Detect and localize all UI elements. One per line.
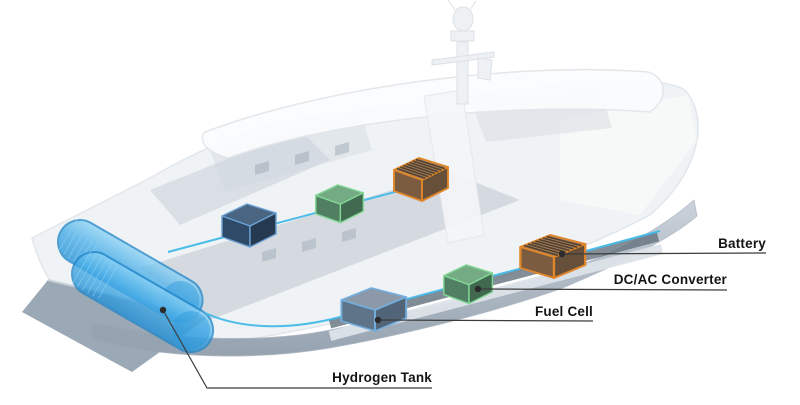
battery-fins (523, 235, 582, 257)
tank-ribs (72, 251, 118, 299)
dot-battery (558, 250, 566, 258)
label-dc-ac-converter: DC/AC Converter (613, 272, 727, 287)
leader-battery (561, 252, 767, 255)
pontoon-bow (22, 280, 207, 372)
antenna-icon (447, 0, 456, 11)
label-fuel-cell: Fuel Cell (534, 304, 593, 319)
mast-post (456, 41, 469, 105)
label-battery: Battery (718, 236, 766, 251)
battery-2 (393, 157, 449, 202)
leader-dc-ac-converter (477, 288, 728, 291)
tank-end-cap (172, 311, 211, 350)
leader-fuel-cell (377, 319, 594, 322)
dc-ac-converter-2 (315, 184, 364, 224)
dot-hydrogen-tank (159, 306, 167, 314)
radar-platform (450, 30, 475, 42)
mast-crossbar (431, 51, 495, 66)
antenna-icon (469, 0, 477, 11)
leader-hydrogen-tank (162, 309, 432, 389)
radar-dome-icon (452, 6, 474, 32)
battery-fins (396, 158, 446, 180)
power-line-lower (204, 230, 661, 328)
fuel-cell (340, 287, 408, 332)
cabin-interior-details (140, 88, 612, 320)
mast-equipment-box (477, 57, 493, 81)
fuel-cell-2 (221, 203, 277, 248)
hydrogen-tank-front (71, 251, 215, 354)
label-hydrogen-tank: Hydrogen Tank (332, 370, 432, 385)
dot-dc-ac-converter (474, 285, 482, 293)
battery (519, 234, 587, 279)
dot-fuel-cell (374, 316, 382, 324)
windshield-pillar (423, 89, 485, 244)
mast (431, 0, 495, 105)
callouts (159, 250, 767, 389)
